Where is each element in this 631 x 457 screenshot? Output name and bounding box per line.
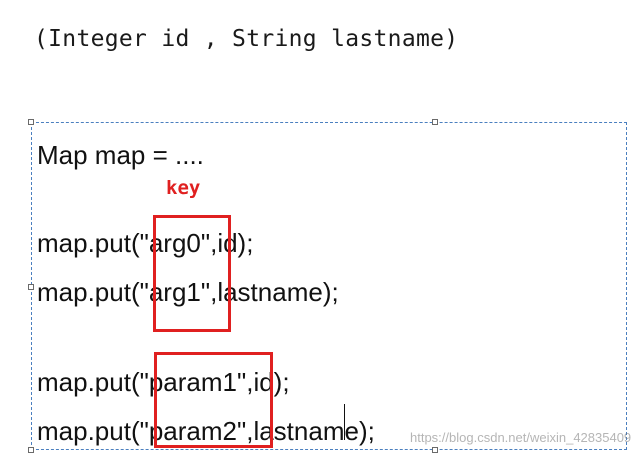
- resize-handle-middle-left[interactable]: [28, 284, 34, 290]
- resize-handle-bottom-left[interactable]: [28, 447, 34, 453]
- code-line-map-declaration: Map map = ....: [37, 140, 204, 170]
- code-line-put-param1: map.put("param1",id);: [37, 367, 290, 397]
- key-annotation-label: key: [166, 177, 201, 199]
- resize-handle-top-left[interactable]: [28, 119, 34, 125]
- method-signature: (Integer id , String lastname): [34, 26, 459, 52]
- resize-handle-top-center[interactable]: [432, 119, 438, 125]
- key-highlight-box-param: [154, 352, 273, 448]
- key-highlight-box-arg: [153, 215, 231, 332]
- code-line-put-param2: map.put("param2",lastname);: [37, 416, 375, 446]
- code-line-put-arg0: map.put("arg0",id);: [37, 228, 254, 258]
- code-line-put-arg1: map.put("arg1",lastname);: [37, 277, 339, 307]
- text-cursor: [344, 404, 345, 440]
- watermark-text: https://blog.csdn.net/weixin_42835409: [410, 430, 631, 445]
- resize-handle-bottom-center[interactable]: [432, 447, 438, 453]
